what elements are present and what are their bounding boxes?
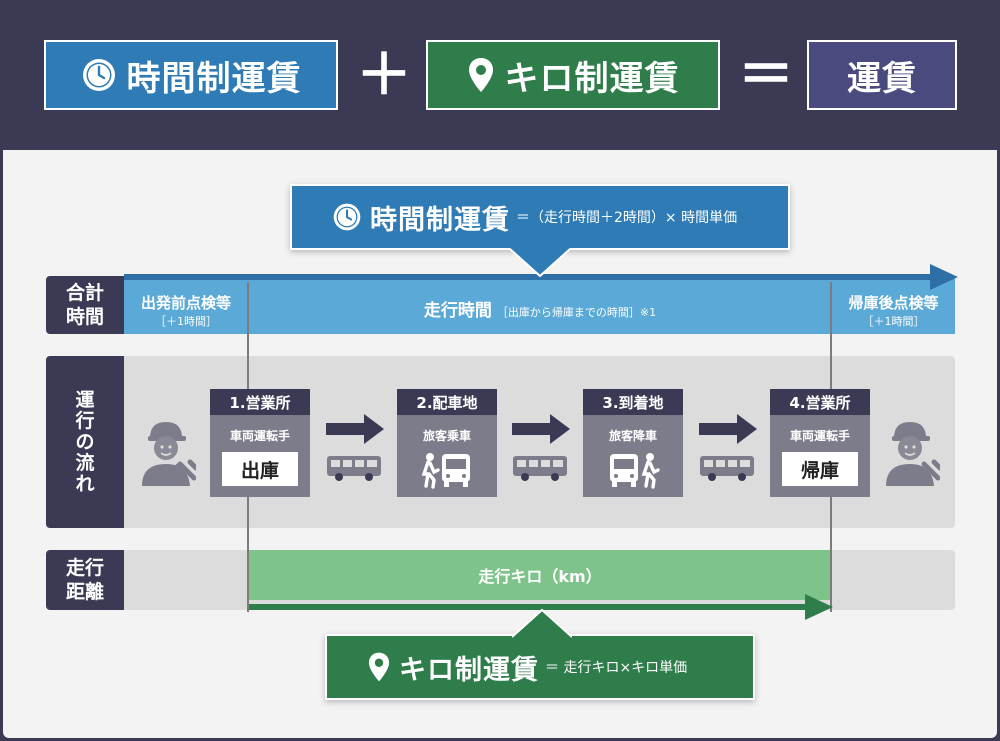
time-callout-pointer [510, 248, 570, 278]
fare-box: 運賃 [807, 40, 957, 110]
stop-destination: 3.到着地 旅客降車 [583, 389, 683, 497]
time-fare-box: 時間制運賃 [44, 40, 338, 110]
time-fare-label: 時間制運賃 [126, 58, 302, 99]
arrow-right-icon [326, 414, 384, 444]
map-pin-icon [467, 56, 495, 94]
equals-sign: ＝ [738, 43, 794, 108]
plus-sign: ＋ [356, 43, 412, 108]
fare-label: 運賃 [847, 58, 917, 99]
distance-band: 走行キロ（km） [249, 550, 831, 600]
total-time-row-label: 合計 時間 [46, 276, 124, 334]
distance-row-label: 走行 距離 [46, 550, 124, 610]
arrow-right-icon [512, 414, 570, 444]
distance-arrow [249, 594, 833, 620]
bus-icon [700, 456, 754, 481]
km-callout-pointer [512, 608, 572, 638]
alighting-bus-icon [583, 450, 683, 490]
km-fare-callout: キロ制運賃 ＝ 走行キロ×キロ単価 [325, 634, 755, 700]
header: 時間制運賃 ＋ キロ制運賃 ＝ 運賃 [0, 0, 1000, 150]
stop-office-return: 4.営業所 車両運転手 帰庫 [770, 389, 870, 497]
flow-row-label: 運 行 の 流 れ [46, 356, 124, 528]
clock-icon [332, 202, 362, 232]
stop-pickup: 2.配車地 旅客乗車 [397, 389, 497, 497]
stop-office-departure: 1.営業所 車両運転手 出庫 [210, 389, 310, 497]
km-callout-formula: ＝ 走行キロ×キロ単価 [545, 660, 688, 676]
time-band [124, 276, 955, 334]
driver-icon [142, 422, 196, 486]
km-callout-title: キロ制運賃 [399, 654, 539, 686]
km-fare-box: キロ制運賃 [426, 40, 720, 110]
time-callout-formula: ＝（走行時間＋2時間）× 時間単価 [516, 210, 738, 226]
km-fare-label: キロ制運賃 [504, 58, 680, 99]
arrow-right-icon [699, 414, 757, 444]
drive-time-label: 走行時間 ［出庫から帰庫までの時間］※1 [423, 301, 657, 321]
time-arrow [124, 264, 958, 290]
post-check-label: 帰庫後点検等 ［＋1時間］ [848, 294, 939, 328]
pre-check-label: 出発前点検等 ［＋1時間］ [140, 294, 231, 328]
bus-icon [327, 456, 381, 481]
clock-icon [81, 57, 117, 93]
boarding-bus-icon [397, 450, 497, 490]
bus-icon [513, 456, 567, 481]
time-fare-callout: 時間制運賃 ＝（走行時間＋2時間）× 時間単価 [290, 184, 790, 250]
time-callout-title: 時間制運賃 [370, 204, 510, 236]
map-pin-icon [367, 651, 391, 683]
driver-icon [886, 422, 940, 486]
